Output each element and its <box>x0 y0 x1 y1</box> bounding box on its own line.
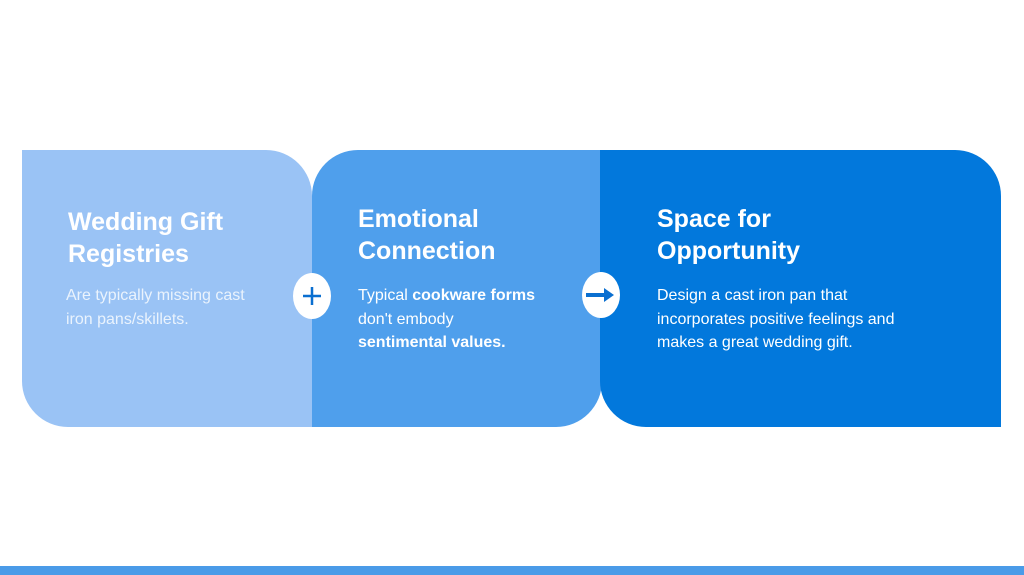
body-bold: cookware forms <box>412 287 535 304</box>
arrow-right-icon <box>582 272 620 318</box>
title-line: Connection <box>358 237 496 265</box>
bottom-accent-bar <box>0 566 1024 575</box>
body-line: Design a cast iron pan that <box>657 287 848 304</box>
body-line: don't embody <box>358 310 454 328</box>
plus-icon <box>293 273 331 319</box>
title-line: Space for <box>657 205 771 233</box>
card-body: Are typically missing cast iron pans/skil… <box>66 284 245 331</box>
title-line: Wedding Gift <box>68 208 224 236</box>
body-line: Are typically missing cast <box>66 287 245 304</box>
body-text: Typical <box>358 287 413 304</box>
body-line: incorporates positive feelings and <box>657 310 895 328</box>
body-line: iron pans/skillets. <box>66 310 189 328</box>
body-line: makes a great wedding gift. <box>657 334 853 351</box>
body-bold: sentimental values. <box>358 334 506 351</box>
title-line: Emotional <box>358 205 479 233</box>
card-body: Typical cookware forms don't embody sentim… <box>358 284 535 355</box>
title-line: Opportunity <box>657 237 801 265</box>
card-body: Design a cast iron pan that incorporates … <box>657 284 894 355</box>
title-line: Registries <box>68 240 189 268</box>
